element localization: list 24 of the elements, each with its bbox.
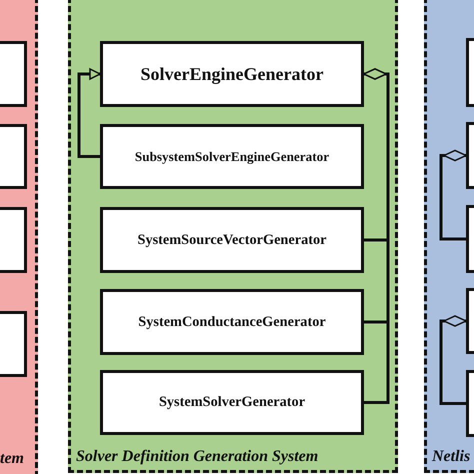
class-box (100, 41, 364, 107)
group-label: Solver Definition Generation System (76, 448, 318, 466)
class-box (0, 41, 27, 107)
aggregation-connector (363, 68, 390, 404)
group-panel (68, 0, 398, 473)
inheritance-arrow (78, 68, 101, 158)
aggregation-connector (440, 150, 467, 240)
class-box (100, 370, 364, 435)
class-box (0, 311, 27, 377)
class-name: SystemConductanceGenerator (138, 314, 326, 330)
class-name: SystemSourceVectorGenerator (138, 232, 326, 248)
class-name: SolverEngineGenerator (140, 64, 324, 84)
class-name: SubsystemSolverEngineGenerator (134, 148, 330, 164)
aggregation-connector (440, 315, 467, 405)
group-panel (0, 0, 38, 474)
class-box (100, 124, 364, 189)
group-label: tem (0, 450, 24, 468)
class-name: SystemSolverGenerator (158, 394, 306, 411)
class-box (100, 207, 364, 273)
class-box (0, 207, 27, 273)
group-label: Netlis (432, 448, 470, 466)
class-box (0, 124, 27, 189)
class-box (100, 289, 364, 355)
group-panel (424, 0, 474, 473)
